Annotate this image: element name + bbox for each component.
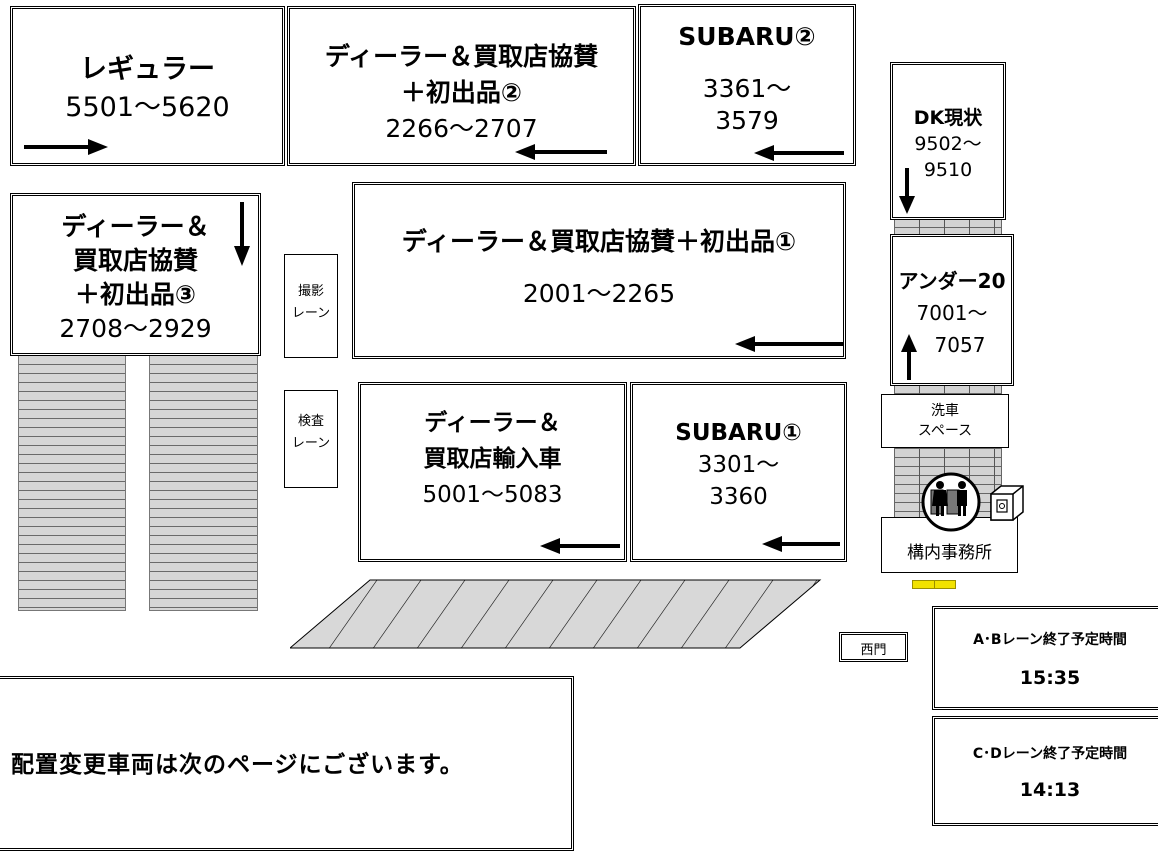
zone-dk: DK現状 9502～ 9510 <box>890 62 1006 220</box>
zone-subaru-1-range-start: 3301～ <box>697 452 780 478</box>
zone-import-line1: ディーラー＆ <box>424 410 561 436</box>
inspection-lane: 検査 レーン <box>284 390 338 488</box>
zone-dealer-1-name: ディーラー＆買取店協賛＋初出品① <box>401 227 797 256</box>
zone-subaru-2-range-end: 3579 <box>715 106 779 135</box>
zone-dk-range-start: 9502～ <box>914 133 982 155</box>
zone-subaru-1: SUBARU① 3301～ 3360 <box>630 382 847 562</box>
zone-dealer-3-line1: ディーラー＆ <box>61 212 210 241</box>
parking-stalls-left-b <box>149 355 258 611</box>
office: 構内事務所 <box>881 517 1018 573</box>
zone-regular-name: レギュラー <box>80 54 215 85</box>
zone-subaru-2: SUBARU② 3361～ 3579 <box>638 4 856 166</box>
restroom-icon <box>921 472 981 532</box>
arrow-left-icon <box>754 145 844 161</box>
photo-lane-line2: レーン <box>291 306 331 321</box>
zone-dealer-1-range: 2001～2265 <box>522 279 676 308</box>
west-gate: 西門 <box>839 632 908 662</box>
zone-dealer-1: ディーラー＆買取店協賛＋初出品① 2001～2265 <box>352 182 846 359</box>
wash-space: 洗車 スペース <box>881 394 1009 448</box>
schedule-ab-label: A･Bレーン終了予定時間 <box>973 632 1127 648</box>
zone-under-20-name: アンダー20 <box>898 269 1006 293</box>
arrow-left-icon <box>735 336 843 352</box>
schedule-cd: C･Dレーン終了予定時間 14:13 <box>932 716 1158 826</box>
zone-dealer-2-name: ディーラー＆買取店協賛 <box>324 42 599 71</box>
zone-dk-range-end: 9510 <box>923 159 973 181</box>
parking-stalls-left-a <box>18 355 126 611</box>
zone-regular-range: 5501～5620 <box>65 92 230 123</box>
arrow-left-icon <box>762 536 840 552</box>
notice-box: 配置変更車両は次のページにございます。 <box>0 676 574 851</box>
wash-space-line1: 洗車 <box>931 403 959 419</box>
inspection-lane-line1: 検査 <box>297 414 324 429</box>
office-label: 構内事務所 <box>907 543 992 563</box>
zone-import-line2: 買取店輸入車 <box>423 446 562 472</box>
photo-lane: 撮影 レーン <box>284 254 338 358</box>
zone-dealer-3-line3: ＋初出品③ <box>74 280 197 309</box>
notice-text: 配置変更車両は次のページにございます。 <box>11 752 464 778</box>
zone-dealer-3-range: 2708～2929 <box>59 314 212 343</box>
zone-dealer-2-sub: ＋初出品② <box>400 78 523 107</box>
inspection-lane-line2: レーン <box>291 436 331 451</box>
zone-subaru-2-name: SUBARU② <box>678 22 816 51</box>
zone-dealer-2: ディーラー＆買取店協賛 ＋初出品② 2266～2707 <box>287 6 636 166</box>
yellow-marker-divider <box>934 580 935 589</box>
zone-subaru-1-name: SUBARU① <box>675 420 802 446</box>
zone-import-range: 5001～5083 <box>422 482 563 508</box>
zone-subaru-1-range-end: 3360 <box>709 484 768 510</box>
zone-under-20-range-start: 7001～ <box>916 301 988 325</box>
schedule-cd-label: C･Dレーン終了予定時間 <box>972 746 1128 762</box>
safe-icon <box>990 485 1024 521</box>
arrow-right-icon <box>24 139 108 155</box>
hatched-area <box>290 579 822 649</box>
zone-dealer-3: ディーラー＆ 買取店協賛 ＋初出品③ 2708～2929 <box>10 193 261 356</box>
wash-space-line2: スペース <box>917 423 973 439</box>
arrow-down-icon <box>899 168 915 214</box>
zone-regular: レギュラー 5501～5620 <box>10 6 285 166</box>
zone-dealer-2-range: 2266～2707 <box>385 114 538 143</box>
zone-under-20-range-end: 7057 <box>934 333 986 357</box>
arrow-left-icon <box>540 538 620 554</box>
schedule-ab-time: 15:35 <box>1019 667 1081 689</box>
zone-import: ディーラー＆ 買取店輸入車 5001～5083 <box>358 382 627 562</box>
arrow-left-icon <box>515 144 607 160</box>
schedule-ab: A･Bレーン終了予定時間 15:35 <box>932 606 1158 710</box>
schedule-cd-time: 14:13 <box>1019 779 1081 801</box>
zone-dealer-3-line2: 買取店協賛 <box>72 246 198 275</box>
zone-dk-name: DK現状 <box>913 107 983 129</box>
west-gate-label: 西門 <box>860 643 887 658</box>
arrow-up-icon <box>901 334 917 380</box>
arrow-down-icon <box>234 202 250 266</box>
zone-subaru-2-range-start: 3361～ <box>702 74 792 103</box>
photo-lane-line1: 撮影 <box>297 284 324 299</box>
